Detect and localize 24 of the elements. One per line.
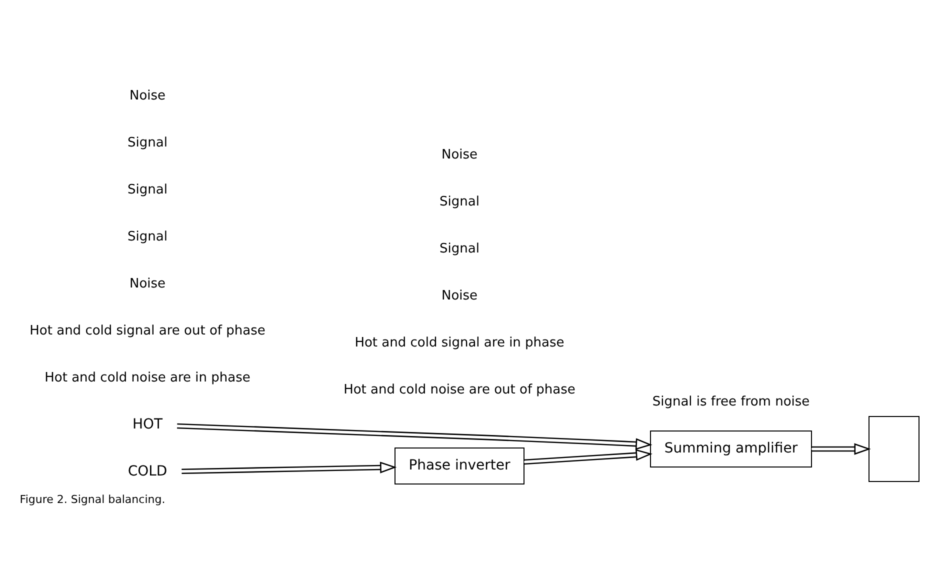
node-box: Summing amplifier xyxy=(650,430,812,467)
label: Noise xyxy=(441,288,478,303)
label: Noise xyxy=(129,276,166,291)
node-text: HOT xyxy=(132,416,163,432)
arrow xyxy=(524,448,652,464)
label: Signal xyxy=(128,182,168,197)
label: Signal xyxy=(440,240,480,256)
label: Hot and cold signal are in phase xyxy=(354,334,564,350)
label: Signal xyxy=(440,194,480,209)
label: Signal xyxy=(128,228,168,244)
arrow xyxy=(177,422,652,450)
label: Noise xyxy=(129,88,166,103)
label: Noise xyxy=(441,146,478,162)
arrow xyxy=(182,461,397,474)
label: Hot and cold signal are out of phase xyxy=(30,322,266,338)
label: Signal is free from noise xyxy=(652,394,810,409)
label: Signal xyxy=(128,134,168,150)
arrow xyxy=(812,442,871,454)
caption: Figure 2. Signal balancing. xyxy=(20,492,166,506)
label: Hot and cold noise are in phase xyxy=(44,370,250,385)
node-text: COLD xyxy=(128,463,168,480)
node-box xyxy=(868,416,920,482)
node-box: Phase inverter xyxy=(394,447,524,484)
label: Hot and cold noise are out of phase xyxy=(344,382,576,397)
